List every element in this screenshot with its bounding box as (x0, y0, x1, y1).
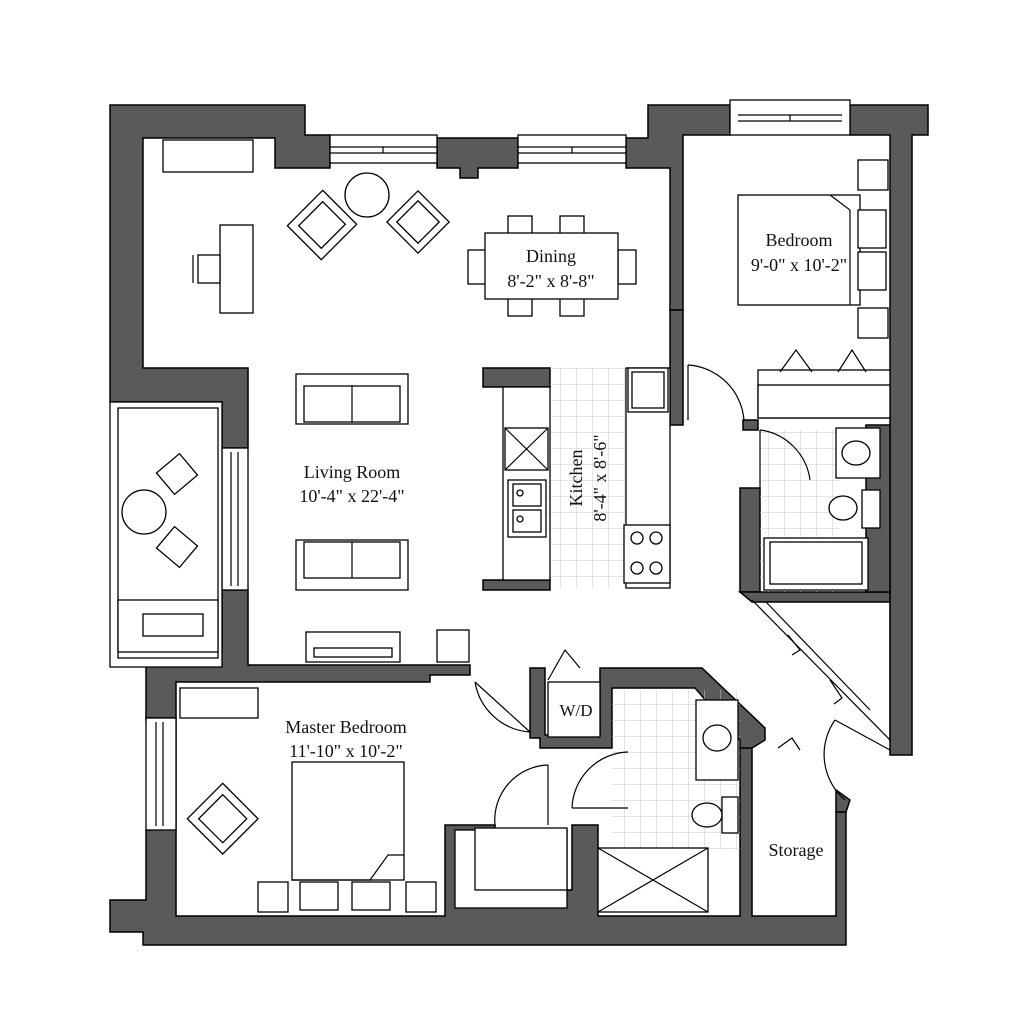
master-furniture (179, 681, 568, 913)
master-bedroom-size: 11'-10" x 10'-2" (289, 741, 403, 761)
living-room-size: 10'-4" x 22'-4" (299, 486, 404, 506)
living-furniture (162, 139, 470, 663)
dining-label: Dining (526, 246, 576, 266)
washer-dryer-label: W/D (559, 701, 592, 720)
bedroom-label: Bedroom (766, 230, 833, 250)
bedroom-furniture (687, 159, 891, 421)
hall-closets (751, 599, 891, 801)
dining-size: 8'-2" x 8'-8" (507, 271, 594, 291)
dining-table (467, 215, 637, 317)
second-bath (759, 427, 881, 592)
living-room-label: Living Room (304, 462, 401, 482)
balcony (109, 401, 223, 668)
master-bedroom-label: Master Bedroom (285, 717, 406, 737)
storage-label: Storage (769, 840, 824, 860)
bedroom-size: 9'-0" x 10'-2" (751, 255, 847, 275)
master-bath (547, 648, 740, 913)
kitchen-label: Kitchen (566, 450, 586, 507)
kitchen (502, 367, 671, 589)
windows (145, 99, 851, 831)
kitchen-size: 8'-4" x 8'-6" (590, 434, 610, 521)
room-labels: Dining 8'-2" x 8'-8" Bedroom 9'-0" x 10'… (285, 230, 847, 860)
